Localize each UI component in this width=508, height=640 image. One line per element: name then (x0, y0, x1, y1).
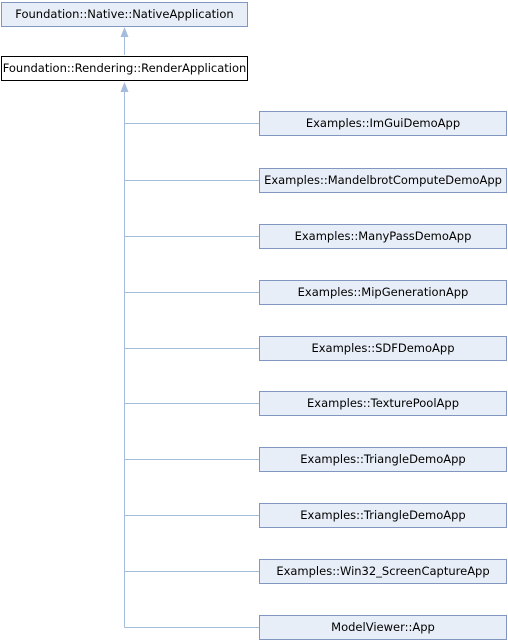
node-label: Examples::Win32_ScreenCaptureApp (276, 564, 490, 578)
node-label: Foundation::Native::NativeApplication (15, 7, 234, 21)
node-child-class[interactable]: Examples::ImGuiDemoApp (259, 111, 507, 136)
node-current-class: Foundation::Rendering::RenderApplication (1, 56, 248, 81)
node-label: Examples::SDFDemoApp (311, 341, 455, 355)
node-label: Examples::ImGuiDemoApp (305, 116, 461, 130)
node-label: Examples::TriangleDemoApp (300, 508, 466, 522)
node-label: Foundation::Rendering::RenderApplication (2, 61, 247, 75)
node-child-class[interactable]: Examples::TriangleDemoApp (259, 447, 507, 472)
node-label: ModelViewer::App (331, 620, 435, 634)
node-root-class[interactable]: Foundation::Native::NativeApplication (1, 2, 248, 27)
node-label: Examples::TriangleDemoApp (300, 452, 466, 466)
node-label: Examples::TexturePoolApp (307, 396, 459, 410)
node-child-class[interactable]: Examples::MandelbrotComputeDemoApp (259, 168, 507, 193)
node-label: Examples::MipGenerationApp (297, 285, 469, 299)
node-child-class[interactable]: Examples::TriangleDemoApp (259, 503, 507, 528)
node-child-class[interactable]: Examples::SDFDemoApp (259, 336, 507, 361)
arrowhead-current (120, 82, 129, 92)
arrowhead-root (120, 27, 129, 37)
node-child-class[interactable]: Examples::Win32_ScreenCaptureApp (259, 559, 507, 584)
node-child-class[interactable]: Examples::TexturePoolApp (259, 391, 507, 416)
node-child-class[interactable]: ModelViewer::App (259, 615, 507, 640)
node-child-class[interactable]: Examples::MipGenerationApp (259, 280, 507, 305)
node-label: Examples::ManyPassDemoApp (294, 229, 472, 243)
node-child-class[interactable]: Examples::ManyPassDemoApp (259, 224, 507, 249)
node-label: Examples::MandelbrotComputeDemoApp (264, 173, 502, 187)
